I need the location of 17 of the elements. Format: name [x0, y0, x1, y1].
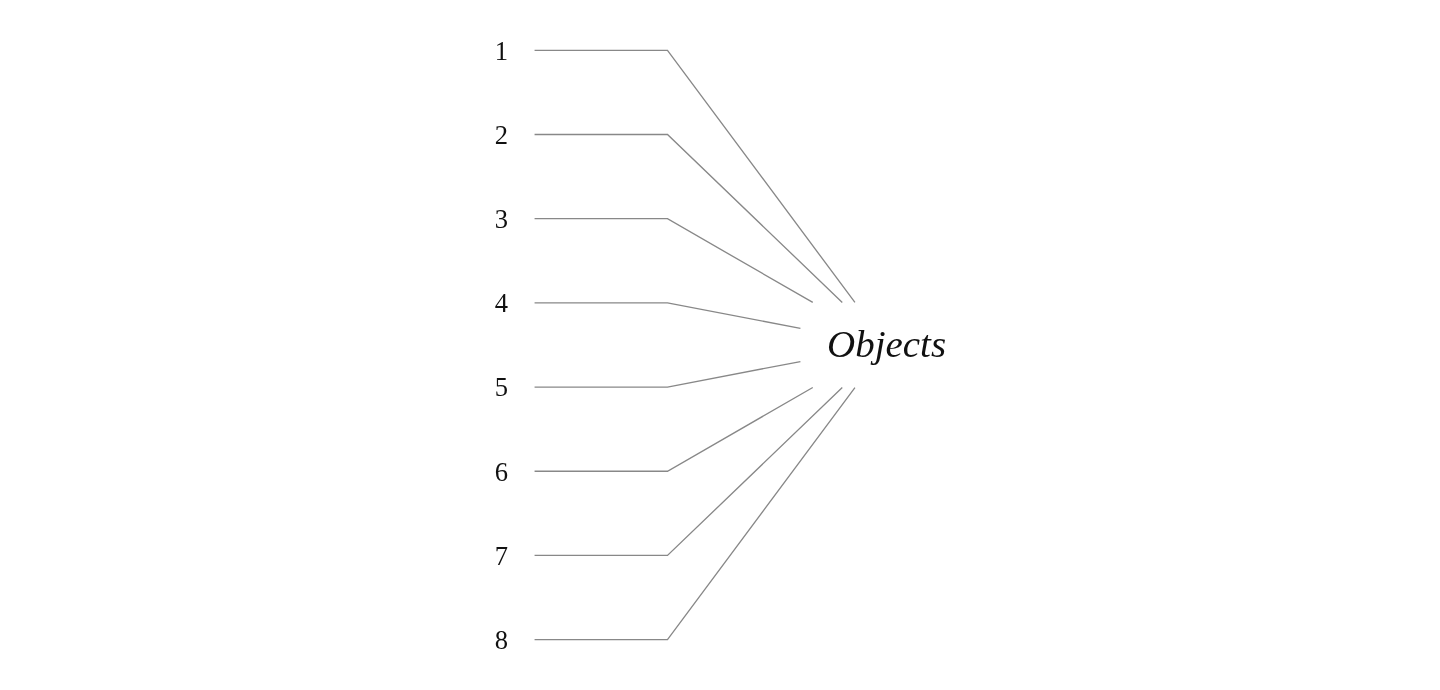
connector — [533, 360, 801, 388]
node-text: 7 — [494, 540, 508, 571]
connector — [533, 302, 801, 330]
node-text: 1 — [494, 35, 508, 65]
node-text: 4 — [494, 288, 508, 318]
node-text: 6 — [494, 456, 508, 486]
connector — [533, 49, 856, 304]
node-text: 3 — [494, 204, 508, 234]
connector — [533, 133, 843, 304]
node-text: 5 — [494, 372, 508, 402]
node-text: Objects — [826, 322, 946, 367]
connector — [533, 218, 814, 304]
node-text: 2 — [494, 119, 508, 150]
connector — [533, 386, 843, 557]
connector — [533, 386, 856, 641]
connector — [533, 386, 814, 472]
node-text: 8 — [494, 625, 508, 655]
